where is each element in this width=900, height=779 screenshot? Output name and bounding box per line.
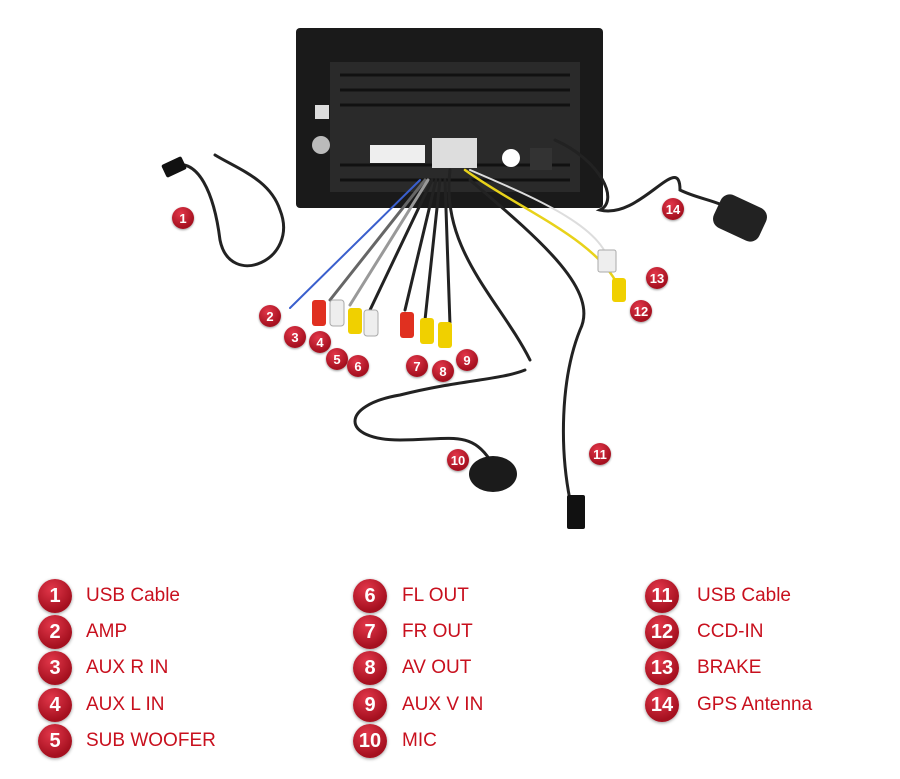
legend-badge: 8: [353, 651, 387, 685]
legend-badge: 3: [38, 651, 72, 685]
legend-label: USB Cable: [86, 585, 180, 606]
callout-badge-6: 6: [347, 355, 369, 377]
callout-badge-11: 11: [589, 443, 611, 465]
legend-label: AV OUT: [402, 657, 472, 678]
legend-badge: 7: [353, 615, 387, 649]
callout-badge-7: 7: [406, 355, 428, 377]
callout-badge-8: 8: [432, 360, 454, 382]
head-unit: [296, 28, 603, 208]
legend-label: CCD-IN: [697, 621, 764, 642]
legend-label: BRAKE: [697, 657, 762, 678]
head-unit-photo: [161, 28, 767, 529]
legend-badge: 12: [645, 615, 679, 649]
legend-badge: 13: [645, 651, 679, 685]
callout-badge-5: 5: [326, 348, 348, 370]
legend-label: FR OUT: [402, 621, 473, 642]
legend-badge: 2: [38, 615, 72, 649]
legend-label: FL OUT: [402, 585, 469, 606]
connectors: [161, 156, 767, 529]
callout-badge-4: 4: [309, 331, 331, 353]
legend-label: GPS Antenna: [697, 694, 813, 715]
legend-label: AUX V IN: [402, 694, 484, 715]
legend-badge: 10: [353, 724, 387, 758]
legend-badge: 4: [38, 688, 72, 722]
legend-label: SUB WOOFER: [86, 730, 216, 751]
legend-label: MIC: [402, 730, 437, 751]
legend-badge: 6: [353, 579, 387, 613]
legend-badge: 11: [645, 579, 679, 613]
legend-badge: 14: [645, 688, 679, 722]
callout-badge-3: 3: [284, 326, 306, 348]
legend-badge: 9: [353, 688, 387, 722]
callout-badge-1: 1: [172, 207, 194, 229]
cables: [163, 138, 742, 502]
legend-label: AUX L IN: [86, 694, 165, 715]
callout-badge-9: 9: [456, 349, 478, 371]
callout-badge-13: 13: [646, 267, 668, 289]
callout-badge-12: 12: [630, 300, 652, 322]
callout-badge-10: 10: [447, 449, 469, 471]
legend-label: AMP: [86, 621, 128, 642]
legend-label: USB Cable: [697, 585, 791, 606]
legend-badge: 5: [38, 724, 72, 758]
callout-badge-2: 2: [259, 305, 281, 327]
legend-badge: 1: [38, 579, 72, 613]
legend-label: AUX R IN: [86, 657, 169, 678]
callout-badge-14: 14: [662, 198, 684, 220]
